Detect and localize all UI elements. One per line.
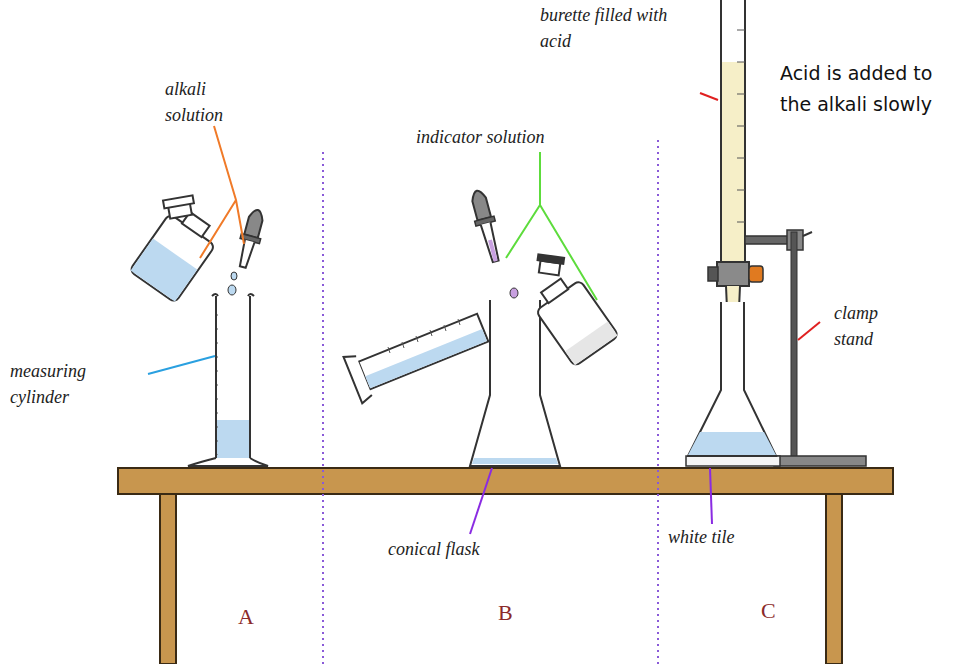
apparatus-label: burette filled with acid <box>540 2 675 54</box>
step-letter: C <box>761 598 801 624</box>
step-letter: A <box>238 604 278 630</box>
apparatus-label: white tile <box>668 524 808 550</box>
apparatus-label: conical flask <box>388 536 588 562</box>
procedure-note: Acid is added to the alkali slowly <box>780 58 960 120</box>
reagent-label: indicator solution <box>416 124 666 150</box>
apparatus-label: measuring cylinder <box>10 358 140 410</box>
step-letter: B <box>498 600 538 626</box>
apparatus-label: clamp stand <box>834 300 916 352</box>
reagent-label: alkali solution <box>165 76 255 128</box>
